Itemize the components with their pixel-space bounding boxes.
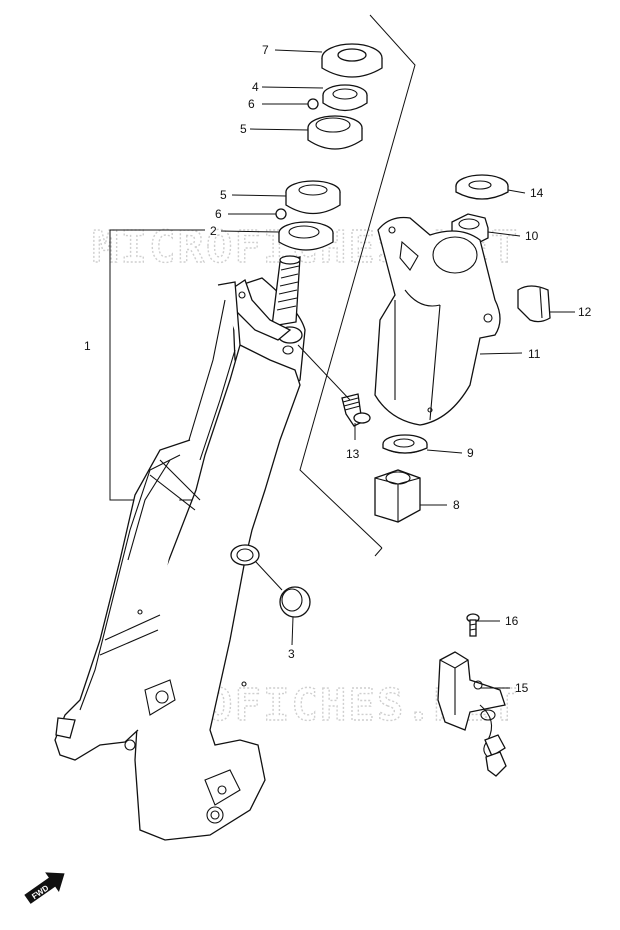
- callout-5-upper: 5: [240, 122, 247, 136]
- race-5a: [307, 115, 363, 150]
- race-5b: [285, 180, 341, 215]
- callout-6-lower: 6: [215, 207, 222, 221]
- fwd-arrow-icon: FWD: [24, 872, 65, 904]
- assembly-guide-lines: [299, 14, 416, 557]
- callout-13: 13: [346, 447, 360, 461]
- collar-nut-8: [374, 469, 421, 523]
- screw-16: [466, 613, 480, 637]
- washer-9: [382, 434, 428, 454]
- seal-7: [321, 43, 383, 78]
- callout-7: 7: [262, 43, 269, 57]
- callout-1: 1: [84, 339, 91, 353]
- callout-2: 2: [210, 224, 217, 238]
- frame-assembly: [54, 229, 306, 841]
- race-2: [278, 221, 334, 251]
- callout-4: 4: [252, 80, 259, 94]
- race-4: [322, 84, 368, 112]
- callout-11: 11: [528, 347, 541, 361]
- leader-lines: [220, 49, 575, 689]
- callout-6-upper: 6: [248, 97, 255, 111]
- callout-14: 14: [530, 186, 544, 200]
- ball-6b: [275, 208, 287, 220]
- callout-3: 3: [288, 647, 295, 661]
- callout-5-lower: 5: [220, 188, 227, 202]
- callout-8: 8: [453, 498, 460, 512]
- cap-12: [517, 285, 551, 323]
- callout-16: 16: [505, 614, 519, 628]
- callout-9: 9: [467, 446, 474, 460]
- callout-10: 10: [525, 229, 539, 243]
- steering-lock-cover-11: [374, 216, 501, 426]
- washer-14: [455, 174, 509, 200]
- callout-12: 12: [578, 305, 592, 319]
- ball-6a: [307, 98, 319, 110]
- plug-3: [279, 586, 311, 618]
- bolt-13: [341, 393, 371, 427]
- callout-15: 15: [515, 681, 529, 695]
- ignition-switch-15: [437, 651, 507, 777]
